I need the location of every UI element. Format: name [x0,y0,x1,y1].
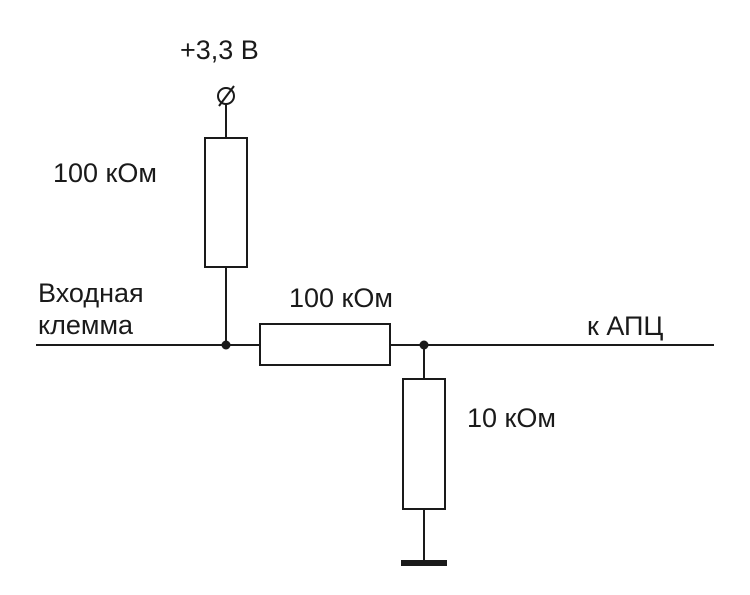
junction-dot-input [221,340,231,350]
input-terminal-label-line1: Входная [38,278,144,308]
resistor-series [259,323,391,366]
output-label: к АПЦ [587,311,664,341]
junction-dot-output [419,340,429,350]
pulldown-resistance-label: 10 кОм [467,403,556,433]
resistor-pulldown [402,378,446,510]
supply-voltage-label: +3,3 В [180,35,259,65]
series-resistance-label: 100 кОм [289,283,393,313]
resistor-pullup [204,137,248,268]
pullup-resistance-label: 100 кОм [53,158,157,188]
input-terminal-label-line2: клемма [38,310,134,340]
ground-icon [401,560,447,566]
supply-terminal-icon [217,85,235,107]
